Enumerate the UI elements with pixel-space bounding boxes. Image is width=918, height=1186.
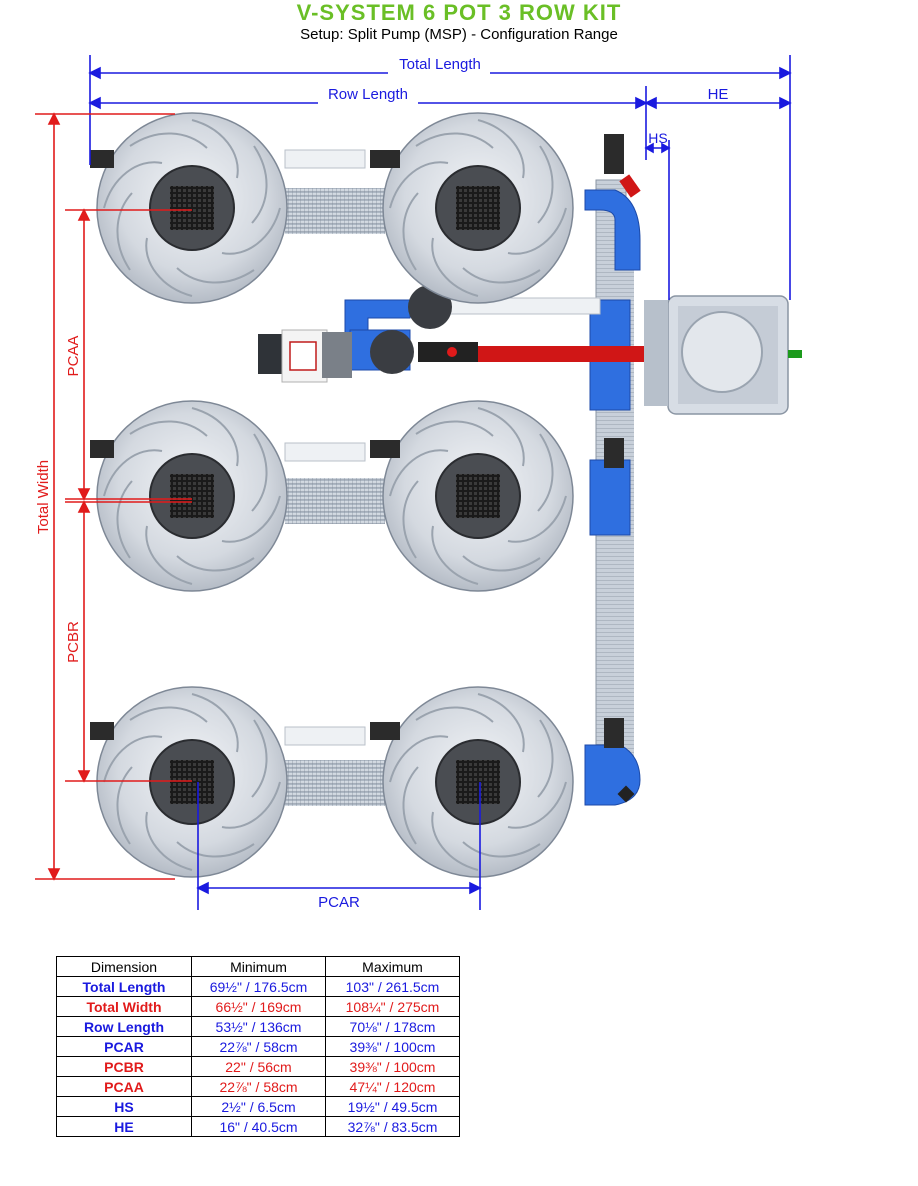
cell-maximum: 108¼" / 275cm bbox=[325, 996, 460, 1017]
column-header-minimum: Minimum bbox=[191, 956, 326, 977]
pot-row1-left bbox=[96, 112, 288, 304]
table-row: HS 2½" / 6.5cm 19½" / 49.5cm bbox=[56, 1096, 460, 1117]
plumbing bbox=[258, 134, 802, 806]
cell-maximum: 70⅛" / 178cm bbox=[325, 1016, 460, 1037]
cell-maximum: 47¼" / 120cm bbox=[325, 1076, 460, 1097]
label-hs: HS bbox=[648, 130, 667, 146]
cell-maximum: 19½" / 49.5cm bbox=[325, 1096, 460, 1117]
cell-minimum: 16" / 40.5cm bbox=[191, 1116, 326, 1137]
cell-dimension: PCBR bbox=[56, 1056, 192, 1077]
table-row: PCAA 22⅞" / 58cm 47¼" / 120cm bbox=[56, 1076, 460, 1097]
cell-dimension: PCAA bbox=[56, 1076, 192, 1097]
cell-dimension: HE bbox=[56, 1116, 192, 1137]
label-he: HE bbox=[708, 86, 729, 103]
cell-minimum: 2½" / 6.5cm bbox=[191, 1096, 326, 1117]
cell-dimension: Total Length bbox=[56, 976, 192, 997]
cell-dimension: Total Width bbox=[56, 996, 192, 1017]
column-header-dimension: Dimension bbox=[56, 956, 192, 977]
table-row: Row Length 53½" / 136cm 70⅛" / 178cm bbox=[56, 1016, 460, 1037]
cell-minimum: 69½" / 176.5cm bbox=[191, 976, 326, 997]
cell-dimension: Row Length bbox=[56, 1016, 192, 1037]
cell-maximum: 39⅜" / 100cm bbox=[325, 1056, 460, 1077]
table-header-row: Dimension Minimum Maximum bbox=[56, 956, 460, 977]
label-pcbr: PCBR bbox=[65, 621, 82, 663]
label-total-length: Total Length bbox=[399, 56, 481, 73]
cell-minimum: 66½" / 169cm bbox=[191, 996, 326, 1017]
table-row: PCAR 22⅞" / 58cm 39⅜" / 100cm bbox=[56, 1036, 460, 1057]
cell-minimum: 22" / 56cm bbox=[191, 1056, 326, 1077]
label-total-width: Total Width bbox=[35, 460, 52, 534]
label-pcaa: PCAA bbox=[65, 336, 82, 377]
table-row: HE 16" / 40.5cm 32⅞" / 83.5cm bbox=[56, 1116, 460, 1137]
label-pcar: PCAR bbox=[318, 894, 360, 911]
label-row-length: Row Length bbox=[328, 86, 408, 103]
cell-maximum: 103" / 261.5cm bbox=[325, 976, 460, 997]
system-diagram: Total Length Row Length HE HS PCAR Total… bbox=[35, 54, 802, 911]
cell-minimum: 22⅞" / 58cm bbox=[191, 1036, 326, 1057]
cell-maximum: 39⅜" / 100cm bbox=[325, 1036, 460, 1057]
cell-minimum: 53½" / 136cm bbox=[191, 1016, 326, 1037]
cell-dimension: PCAR bbox=[56, 1036, 192, 1057]
pot-row1-right bbox=[382, 112, 574, 304]
table-row: Total Width 66½" / 169cm 108¼" / 275cm bbox=[56, 996, 460, 1017]
page-subtitle: Setup: Split Pump (MSP) - Configuration … bbox=[300, 26, 618, 43]
cell-maximum: 32⅞" / 83.5cm bbox=[325, 1116, 460, 1137]
cell-minimum: 22⅞" / 58cm bbox=[191, 1076, 326, 1097]
pot-row3-left bbox=[96, 686, 288, 878]
pot-row2-left bbox=[96, 400, 288, 592]
table-row: Total Length 69½" / 176.5cm 103" / 261.5… bbox=[56, 976, 460, 997]
page-title: V-SYSTEM 6 POT 3 ROW KIT bbox=[296, 0, 622, 25]
table-row: PCBR 22" / 56cm 39⅜" / 100cm bbox=[56, 1056, 460, 1077]
cell-dimension: HS bbox=[56, 1096, 192, 1117]
pot-row3-right bbox=[382, 686, 574, 878]
dimension-table: Dimension Minimum Maximum Total Length 6… bbox=[56, 956, 460, 1137]
column-header-maximum: Maximum bbox=[325, 956, 460, 977]
pot-row2-right bbox=[382, 400, 574, 592]
